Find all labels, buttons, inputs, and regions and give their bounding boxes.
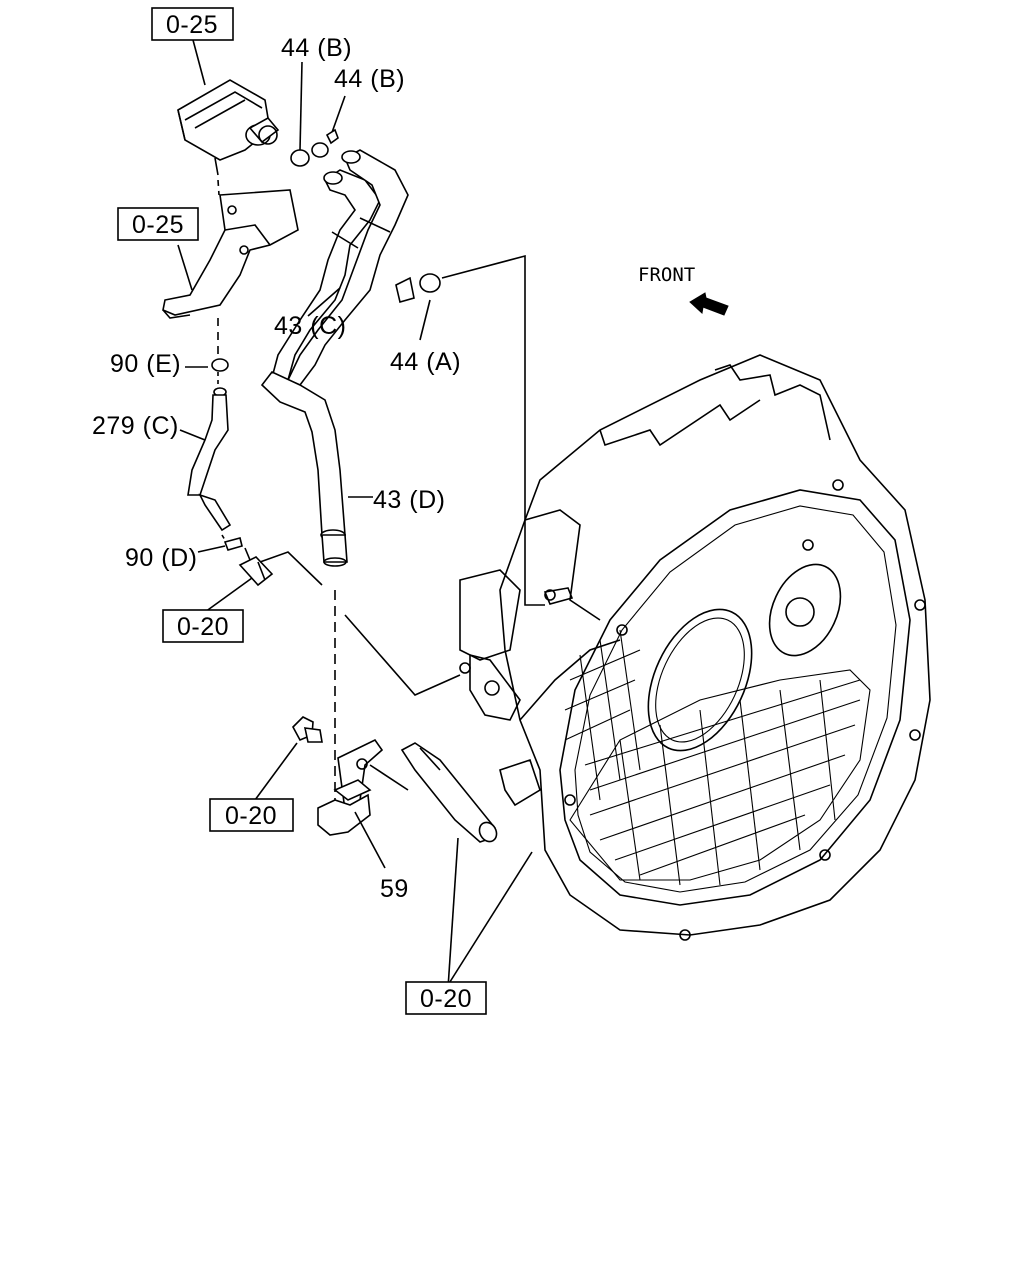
clamp-44b-1 <box>290 61 310 167</box>
hose-43c <box>268 149 409 387</box>
leader-279c <box>179 429 206 441</box>
callout-59: 59 <box>380 875 409 903</box>
hose-connector <box>238 547 274 587</box>
leader-025-top <box>192 39 206 86</box>
leader-43c <box>307 287 341 317</box>
ref-box-025-bracket: 0-25 <box>117 207 199 241</box>
leader-020-bottom-1 <box>447 837 459 989</box>
callout-44b-1: 44 (B) <box>281 34 352 62</box>
housing-grill <box>564 629 871 886</box>
leader-025-bracket <box>177 244 193 291</box>
front-label: FRONT <box>638 264 695 286</box>
bolt <box>292 716 323 743</box>
callout-90e: 90 (E) <box>110 350 181 378</box>
ref-box-020-connector: 0-20 <box>162 609 244 643</box>
connector-route <box>259 551 323 586</box>
front-arrow-icon <box>689 292 729 316</box>
ref-025-top-text: 0-25 <box>166 11 218 39</box>
leader-020-connector <box>204 577 253 613</box>
leader-020-bolt <box>254 742 298 801</box>
callout-43d: 43 (D) <box>373 486 445 514</box>
bracket-clip-59 <box>317 738 384 836</box>
front-indicator: FRONT <box>638 264 729 316</box>
ref-020-bottom-text: 0-20 <box>420 985 472 1013</box>
ref-020-bolt-text: 0-20 <box>225 802 277 830</box>
vacuum-sensor <box>177 79 280 196</box>
ref-box-025-top: 0-25 <box>151 7 234 41</box>
guide-sleeve <box>400 742 498 843</box>
transmission-housing <box>459 354 931 941</box>
leader-020-bottom-2 <box>447 851 533 986</box>
ref-025-bracket-text: 0-25 <box>132 211 184 239</box>
small-hose <box>185 358 232 546</box>
ref-box-020-bottom: 0-20 <box>405 981 487 1015</box>
clamp-44b-2 <box>311 95 346 158</box>
callout-43c: 43 (C) <box>274 312 346 340</box>
route-44a <box>441 254 545 606</box>
callout-90d: 90 (D) <box>125 544 197 572</box>
callout-44b-2: 44 (B) <box>334 65 405 93</box>
mounting-bracket <box>162 189 299 319</box>
ref-box-020-bolt: 0-20 <box>209 798 294 832</box>
route-to-housing <box>344 614 461 696</box>
callout-279c: 279 (C) <box>92 412 179 440</box>
leader-59 <box>354 811 386 869</box>
clip-route <box>369 764 409 791</box>
ref-020-connector-text: 0-20 <box>177 613 229 641</box>
clamp-44a <box>395 273 441 341</box>
callout-44a: 44 (A) <box>390 348 461 376</box>
hose-43d <box>260 371 348 567</box>
clip-90d <box>197 537 243 553</box>
